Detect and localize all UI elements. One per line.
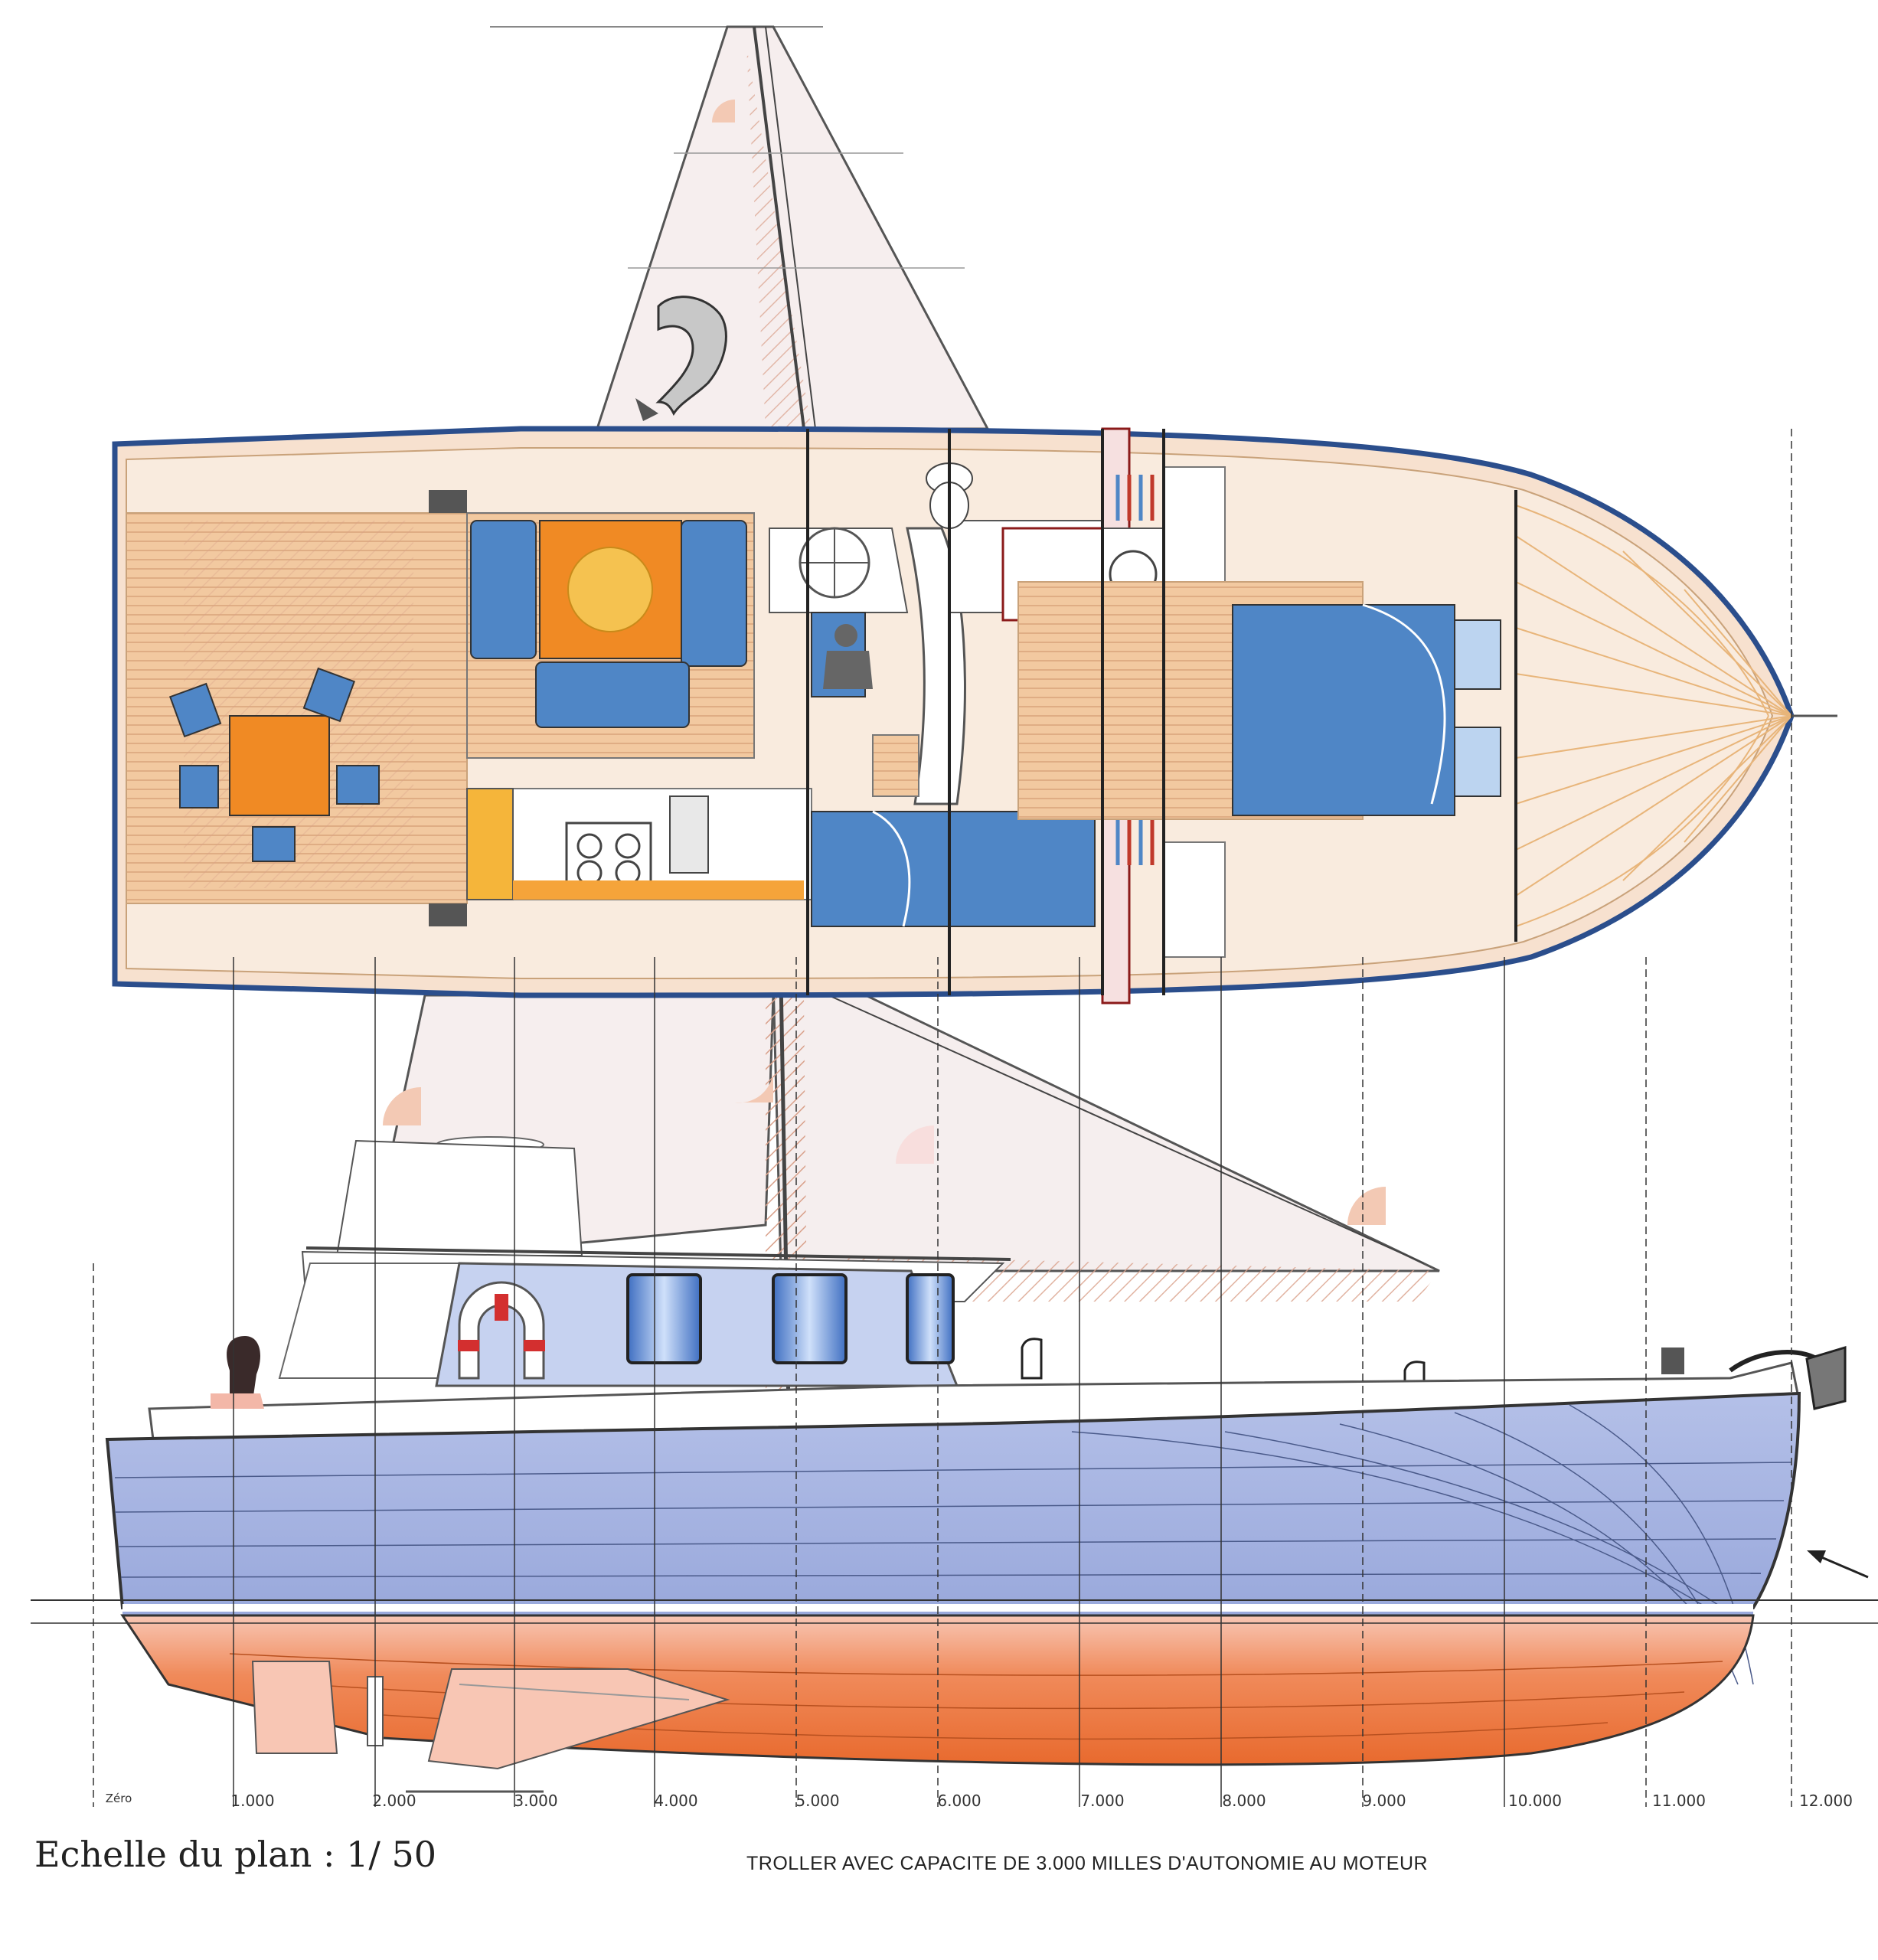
lifebuoy-icon [458,1281,545,1380]
station-label-7: 7.000 [1080,1792,1125,1810]
station-label-1: 1.000 [230,1792,275,1810]
station-label-5: 5.000 [795,1792,840,1810]
station-label-12: 12.000 [1799,1792,1853,1810]
station-label-8: 8.000 [1222,1792,1266,1810]
plan-subtitle: TROLLER AVEC CAPACITE DE 3.000 MILLES D'… [746,1853,1429,1874]
station-label-6: 6.000 [937,1792,981,1810]
station-label-11: 11.000 [1652,1792,1706,1810]
station-label-2: 2.000 [372,1792,416,1810]
arrow-icon [1807,1550,1869,1579]
station-label-3: 3.000 [514,1792,558,1810]
anchor-icon [1661,1345,1847,1410]
plan-view [112,426,1837,1004]
person-icon [823,624,873,689]
profile-view [31,1139,1878,1770]
station-label-9: 9.000 [1362,1792,1406,1810]
scale-caption: Echelle du plan : 1/ 50 [34,1834,437,1875]
person-icon [211,1336,264,1409]
station-label-4: 4.000 [654,1792,698,1810]
station-label-10: 10.000 [1508,1792,1562,1810]
dolphin-logo-icon [635,296,727,421]
upper-sail [490,25,990,430]
station-label-0: Zéro [105,1792,132,1805]
station-lines [93,429,1792,1807]
